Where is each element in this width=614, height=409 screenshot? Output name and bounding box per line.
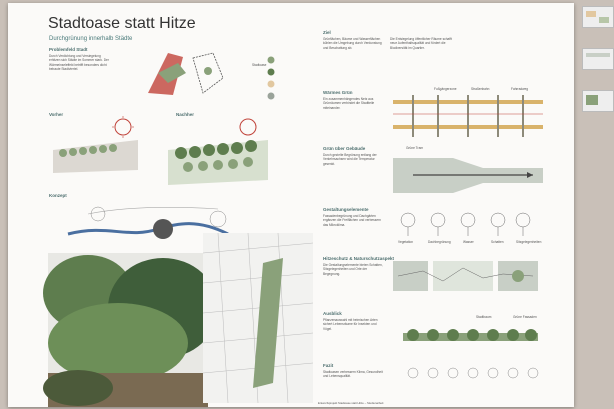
text-gestaltung: Fassadenbegrünung und Dachgärten ergänze…: [323, 214, 381, 227]
text-ziel: Grünflächen, Bäume und Wasserflächen küh…: [323, 37, 382, 50]
thumbnail-1[interactable]: [582, 6, 614, 28]
section-gebaeude: Grün über Gebäude: [323, 146, 366, 151]
section-hitzeschutz: Hitzeschutz & Naturschutzaspekt: [323, 256, 395, 261]
text-fazit: Stadtoasen verbessern Klima, Gesundheit …: [323, 370, 383, 379]
section-gestaltung: Gestaltungselemente: [323, 207, 369, 212]
bottom-icons: [407, 367, 539, 379]
section-problem: Problemfeld Stadt: [49, 47, 88, 52]
network-diagram: [393, 261, 538, 291]
label-path-1: Fußgängerzone: [434, 87, 457, 91]
label-path-3: Fahrradweg: [511, 87, 529, 91]
poster-subtitle: Durchgrünung innerhalb Städte: [49, 36, 133, 42]
text-problem: Durch Verdichtung und Versiegelung erhit…: [49, 54, 109, 72]
label-oasis: Stadtoase: [252, 63, 267, 67]
city-grid-map: [202, 232, 314, 404]
footer-text: Entwurfsprojekt Stadtoase statt Hitze – …: [318, 401, 384, 405]
label-icon-a: Vegetation: [398, 240, 414, 244]
legend-a: Stadtbaum: [476, 315, 492, 319]
text-ausblick: Pflanzenauswahl mit heimischen Arten sic…: [323, 318, 378, 331]
nachher-illustration: [168, 118, 268, 185]
section-vorher: Vorher: [49, 112, 64, 117]
photo-park: [43, 253, 218, 407]
poster: Stadtoase statt Hitze Durchgrünung inner…: [8, 3, 574, 407]
street-diagram: [393, 95, 543, 137]
poster-title: Stadtoase statt Hitze: [48, 15, 196, 32]
thumbnail-2[interactable]: [582, 48, 614, 70]
label-icon-c: Wasser: [463, 240, 474, 244]
text-gebaeude: Durch gezielte Begrünung entlang der Ver…: [323, 153, 377, 166]
legend-icons: [267, 56, 275, 100]
label-gruene-tram: Grüne Tram: [406, 146, 424, 150]
text-warmes-gruen: Ein zusammenhängendes Netz aus Grünräume…: [323, 97, 375, 110]
section-ausblick: Ausblick: [323, 311, 342, 316]
thumbnail-strip: [582, 0, 614, 409]
section-konzept: Konzept: [49, 193, 67, 198]
tree-icons: [400, 212, 531, 236]
thumbnail-3[interactable]: [582, 90, 614, 112]
city-map-diagram: [148, 52, 224, 95]
label-icon-e: Sitzgelegenheiten: [516, 240, 542, 244]
green-tram-diagram: [393, 158, 543, 193]
text-ziel-2: Die Entsiegelung öffentlicher Räume scha…: [390, 37, 452, 50]
text-hitzeschutz: Die Gestaltungselemente bieten Schatten,…: [323, 263, 383, 276]
section-nachher: Nachher: [176, 112, 195, 117]
label-icon-b: Dachbegrünung: [428, 240, 451, 244]
section-fazit: Fazit: [323, 363, 334, 368]
section-warmes-gruen: Wärmes Grün: [323, 90, 353, 95]
hedge-diagram: [403, 329, 538, 341]
vorher-illustration: [53, 116, 138, 173]
legend-b: Grüne Fassaden: [513, 315, 537, 319]
label-icon-d: Schatten: [491, 240, 504, 244]
section-ziel: Ziel: [323, 30, 331, 35]
label-path-2: Straßenbahn: [471, 87, 490, 91]
